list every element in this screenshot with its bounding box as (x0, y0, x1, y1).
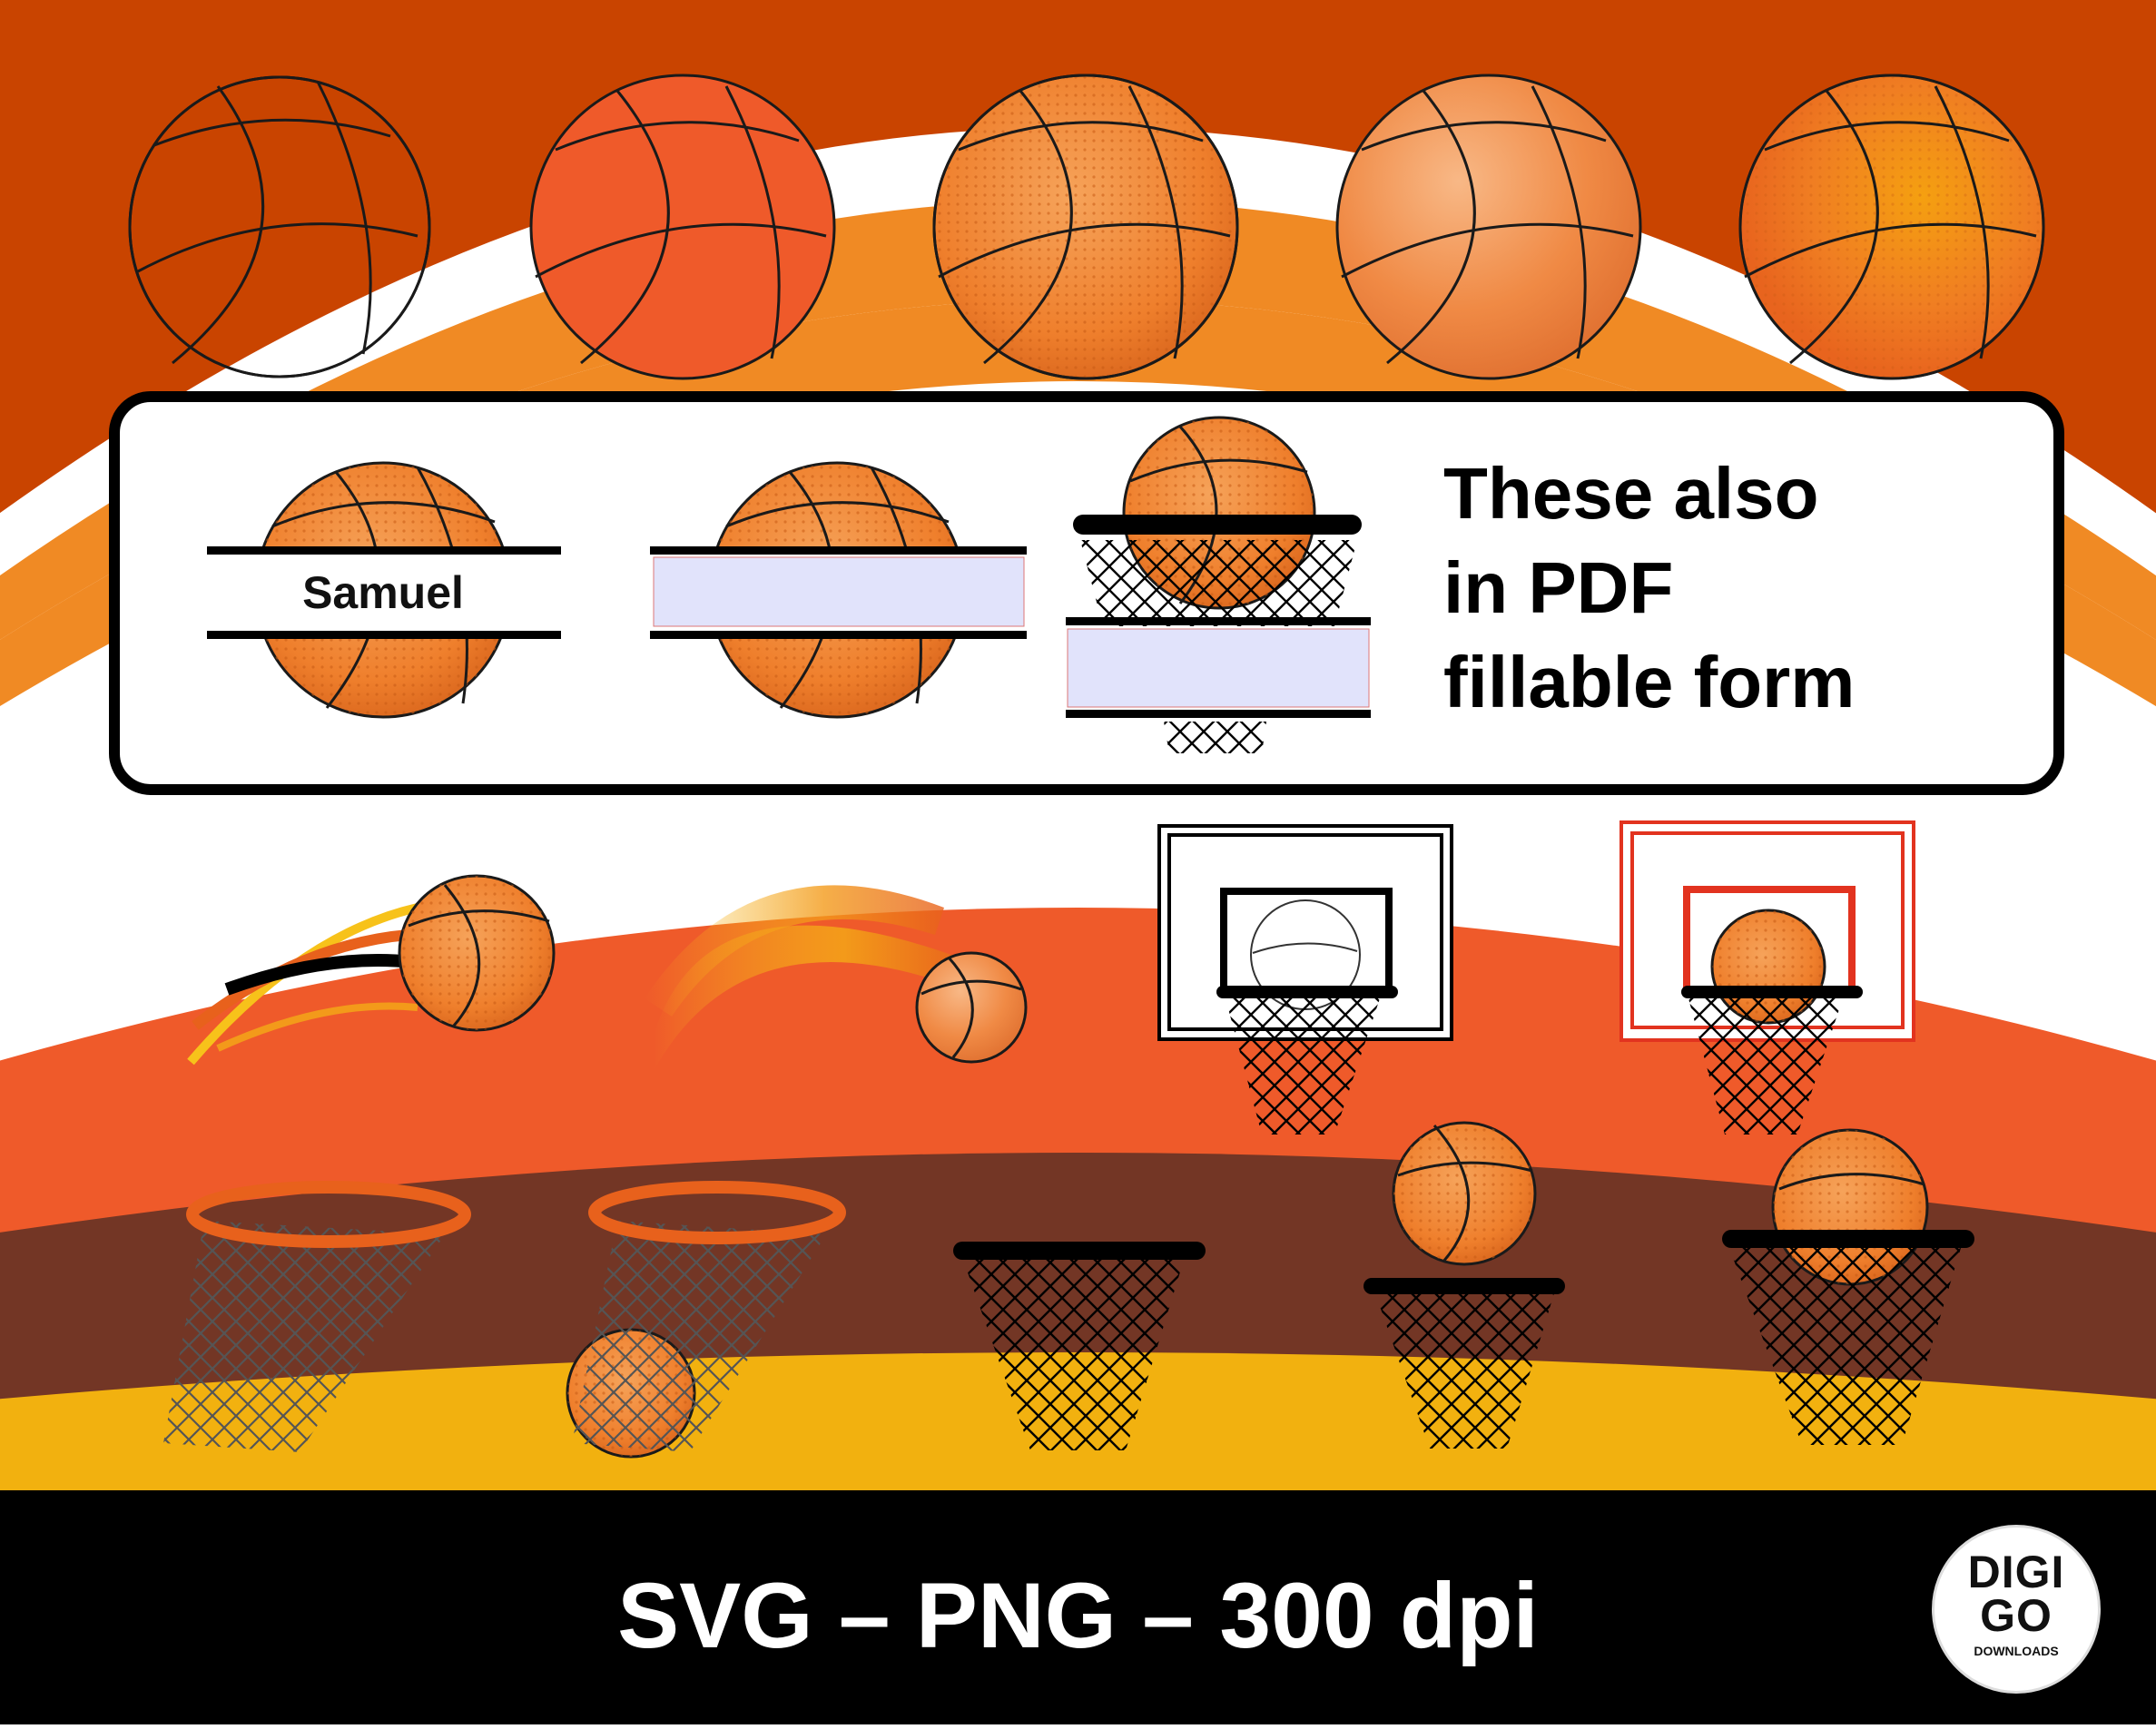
logo-line-2: GO (1980, 1590, 2053, 1641)
logo-line-3: DOWNLOADS (1974, 1644, 2059, 1658)
pdf-info-panel (109, 391, 2064, 795)
fillable-field[interactable] (653, 556, 1025, 627)
backboard-red (1619, 820, 1915, 1135)
pdf-fillable-heading: These also in PDF fillable form (1443, 447, 2079, 730)
flying-ball-flame (645, 885, 1028, 1071)
basketball-glow (1738, 74, 2045, 380)
basketball-shiny (1335, 74, 1642, 380)
hoop-ball-in (1722, 1128, 1974, 1445)
basketball-dotted (932, 74, 1239, 380)
format-caption: SVG – PNG – 300 dpi (617, 1564, 1539, 1667)
heading-line-1: These also (1443, 453, 1819, 534)
hoop-ball-above (1363, 1121, 1565, 1449)
monogram-name-text: Samuel (302, 567, 464, 618)
hoop-white-net-ball (566, 1181, 846, 1459)
arc-rust (0, 0, 2156, 514)
logo-line-1: DIGI (1967, 1547, 2065, 1597)
flying-ball-streak (187, 874, 556, 1066)
hoop-white-net (163, 1181, 471, 1452)
hoop-black-net (953, 1242, 1206, 1450)
heading-line-3: fillable form (1443, 642, 1856, 722)
fillable-field[interactable] (1067, 628, 1370, 708)
monogram-hoop-blank (1066, 416, 1371, 753)
footer-bar (0, 1490, 2156, 1724)
basketball-flat (529, 74, 836, 380)
heading-line-2: in PDF (1443, 547, 1674, 628)
monogram-ball-blank (650, 461, 1027, 719)
backboard-black (1157, 824, 1453, 1135)
basketball-outline (128, 75, 431, 378)
digigo-logo: DIGI GO DOWNLOADS (1932, 1525, 2101, 1694)
top-ball-row (128, 74, 2045, 380)
monogram-ball-named (207, 461, 561, 719)
